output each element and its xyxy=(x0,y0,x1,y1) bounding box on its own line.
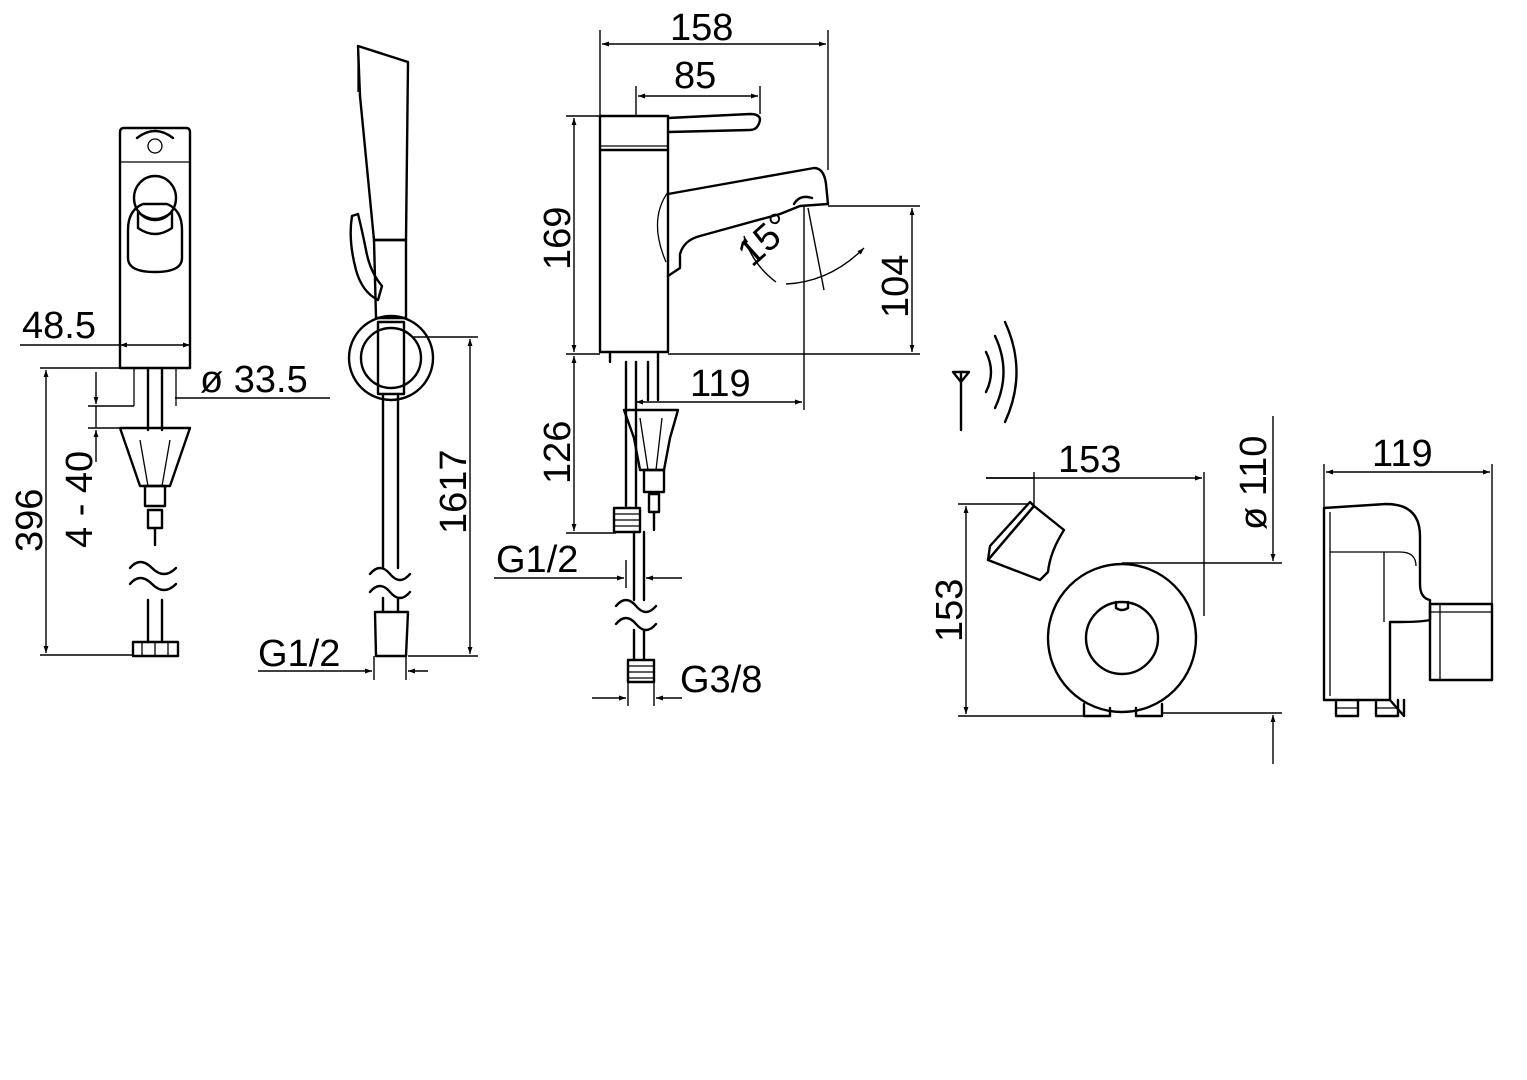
control-box-side-dimensions: 119 xyxy=(1323,433,1493,604)
dim-body-height: 169 xyxy=(537,207,579,270)
front-view-mixer xyxy=(118,126,192,658)
wireless-signal-icon xyxy=(951,320,1018,432)
front-view-dimensions: 48.5 ø 33.5 396 4 - 40 xyxy=(9,305,330,656)
dim-spout-reach: 119 xyxy=(690,363,751,405)
dim-box-diameter: ø 110 xyxy=(1233,436,1275,530)
dim-hose-length: 1617 xyxy=(433,449,475,534)
dim-body-width: 158 xyxy=(670,7,733,49)
dim-box-depth: 119 xyxy=(1372,433,1433,475)
hand-shower-view xyxy=(347,44,435,658)
dim-hand-shower-connection: G1/2 xyxy=(258,633,340,675)
dim-lever-width: 85 xyxy=(674,55,716,97)
side-view-dimensions: 158 85 169 104 15° 119 126 G1/2 G3/8 xyxy=(494,7,920,706)
dim-box-height: 153 xyxy=(929,579,971,642)
dim-countertop-thickness: 4 - 40 xyxy=(59,451,101,548)
dim-below-deck-length: 126 xyxy=(537,421,579,484)
hand-shower-dimensions: 1617 G1/2 xyxy=(258,336,478,680)
control-box-front-view xyxy=(986,500,1198,718)
dim-supply-connection: G3/8 xyxy=(680,659,762,701)
dim-box-width: 153 xyxy=(1058,439,1121,481)
control-box-side-view xyxy=(1322,502,1494,718)
side-view-mixer xyxy=(598,112,830,684)
dim-spout-diameter: ø 33.5 xyxy=(200,359,308,401)
dim-basin-width: 48.5 xyxy=(22,305,96,347)
dim-spout-angle: 15° xyxy=(730,205,801,275)
dim-inlet-connection: G1/2 xyxy=(496,539,578,581)
control-box-front-dimensions: 153 153 ø 110 xyxy=(929,416,1282,764)
dim-spout-clearance: 104 xyxy=(875,255,917,318)
dim-mixer-total-height: 396 xyxy=(9,489,51,552)
